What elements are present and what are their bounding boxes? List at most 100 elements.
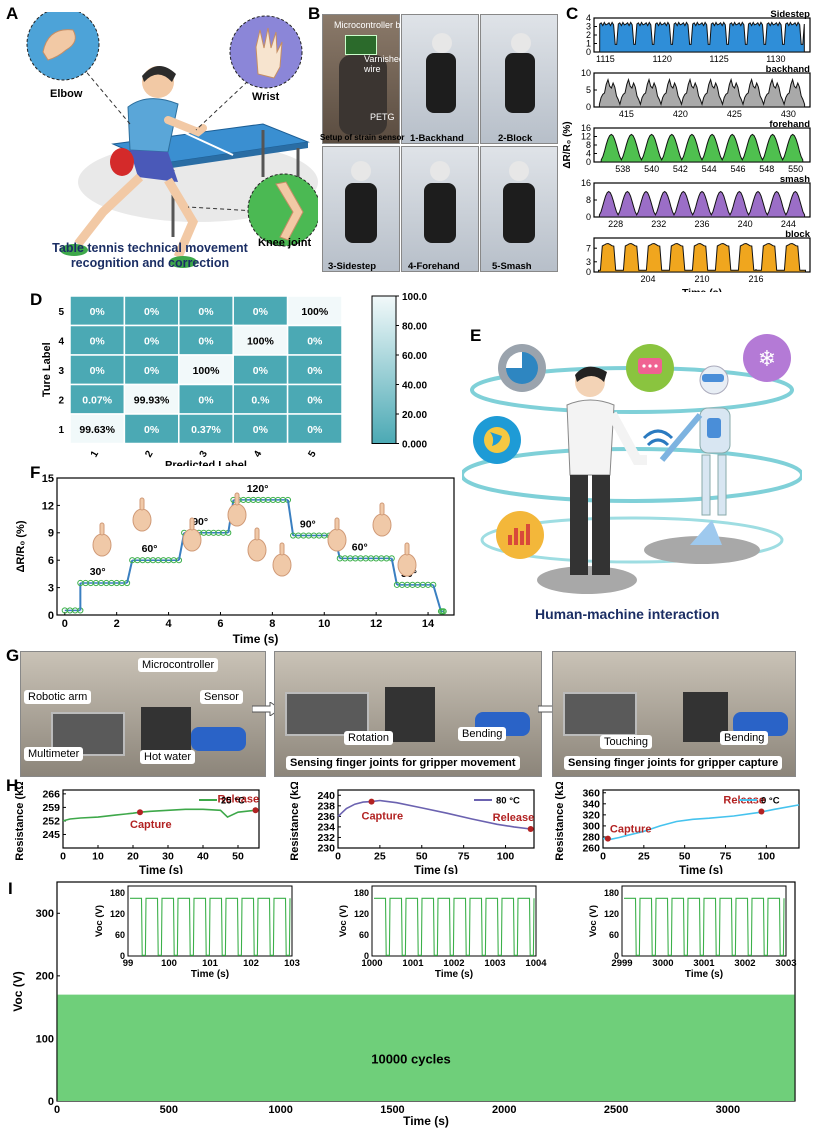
x-tick-label: 10 xyxy=(318,618,330,630)
transition-line xyxy=(126,559,134,584)
x-axis-label: Predicted Label xyxy=(165,460,247,467)
hand-gesture-icon xyxy=(397,542,417,577)
hand-palm xyxy=(247,538,267,562)
release-label: Release xyxy=(493,812,535,824)
inset-x-label: Time (s) xyxy=(435,969,473,980)
y-tick-label: 232 xyxy=(317,832,335,844)
panel-label-e: E xyxy=(470,326,482,345)
release-point xyxy=(252,807,259,814)
y-axis-label: ΔR/R₀ (%) xyxy=(15,520,27,572)
inset-y-label: Voc (V) xyxy=(338,905,349,937)
label-petg: PETG xyxy=(370,112,395,122)
cell-value: 0% xyxy=(144,335,160,347)
y-tick-label: 4 xyxy=(586,149,591,159)
x-tick-label: 50 xyxy=(232,851,244,863)
caption-smash: 5-Smash xyxy=(492,261,532,272)
hand-finger xyxy=(99,522,105,536)
y-tick-label: 6 xyxy=(48,555,54,567)
inset-x-tick-label: 1002 xyxy=(443,958,464,969)
x-tick-label: 100 xyxy=(758,851,776,863)
cell-value: 0% xyxy=(198,306,214,318)
hand-gesture-icon xyxy=(247,527,267,562)
caption-block: 2-Block xyxy=(498,133,533,144)
chat-bubble-icon xyxy=(626,344,674,392)
inset-waveform xyxy=(130,897,291,956)
x-tick-label: 236 xyxy=(694,219,709,229)
x-tick-label: 538 xyxy=(615,164,630,174)
heatmap-cell xyxy=(232,413,289,445)
panel-label-b: B xyxy=(308,4,321,23)
cell-value: 0% xyxy=(90,365,106,377)
x-tick-label: 2500 xyxy=(604,1104,628,1116)
angle-label: 60° xyxy=(352,541,368,553)
colorbar-tick-label: 80.00 xyxy=(402,322,427,333)
col-label: 4 xyxy=(252,449,265,460)
y-tick-label: 340 xyxy=(582,798,600,810)
inset-y-tick-label: 60 xyxy=(609,930,619,940)
hand-gesture-icon xyxy=(132,497,152,532)
chart-title: forehand xyxy=(769,119,810,130)
heatmap-cell xyxy=(286,295,343,327)
cell-value: 100% xyxy=(247,335,275,347)
hand-finger xyxy=(379,502,385,516)
y-tick-label: 0 xyxy=(586,47,591,57)
y-tick-label: 2 xyxy=(586,30,591,40)
y-tick-label: 0 xyxy=(586,157,591,167)
y-tick-label: 3 xyxy=(586,257,591,267)
y-tick-label: 0 xyxy=(48,1096,54,1108)
release-point xyxy=(527,826,534,833)
x-tick-label: 232 xyxy=(651,219,666,229)
hand-palm xyxy=(397,553,417,577)
cell-value: 0% xyxy=(307,394,323,406)
legend-label: 80 °C xyxy=(496,796,520,807)
heatmap-cell xyxy=(123,295,180,327)
x-axis-label: Time (s) xyxy=(682,287,722,292)
inset-y-tick-label: 0 xyxy=(614,951,619,961)
voc-area xyxy=(57,994,795,1101)
y-tick-label: 16 xyxy=(581,178,591,188)
smash-photo xyxy=(480,146,558,272)
hand-gesture-icon xyxy=(182,517,202,552)
inset-y-tick-label: 120 xyxy=(354,909,369,919)
colorbar-tick-label: 20.00 xyxy=(402,410,427,421)
elbow-label: Elbow xyxy=(50,88,83,100)
x-tick-label: 8 xyxy=(269,618,275,630)
angle-label: 120° xyxy=(247,483,269,495)
inset-y-tick-label: 0 xyxy=(364,951,369,961)
tag-multimeter: Multimeter xyxy=(24,747,84,761)
inset-x-tick-label: 1004 xyxy=(525,958,547,969)
x-tick-label: 2000 xyxy=(492,1104,516,1116)
block-photo xyxy=(480,14,558,144)
inset-x-tick-label: 1001 xyxy=(402,958,424,969)
bar-chart-icon xyxy=(496,511,544,559)
y-tick-label: 320 xyxy=(582,810,600,822)
y-tick-label: 3 xyxy=(48,582,54,594)
x-tick-label: 100 xyxy=(497,851,515,863)
sidestep-photo xyxy=(322,146,400,272)
forehand-photo xyxy=(401,146,479,272)
human-machine-illustration: ❄ xyxy=(462,334,802,594)
capture-label: Capture xyxy=(362,811,404,823)
series-area xyxy=(598,77,806,108)
series-area xyxy=(599,21,805,53)
y-axis-label: Voc (V) xyxy=(11,971,25,1011)
inset-y-tick-label: 180 xyxy=(354,888,369,898)
colorbar-tick-label: 0.000 xyxy=(402,440,427,451)
y-tick-label: 0 xyxy=(586,267,591,277)
x-tick-label: 50 xyxy=(416,851,428,863)
tag-bending-middle: Bending xyxy=(458,727,507,741)
x-tick-label: 2 xyxy=(114,618,120,630)
panel-label-c: C xyxy=(566,4,579,23)
tag-hot-water: Hot water xyxy=(140,750,196,764)
cell-value: 0% xyxy=(307,335,323,347)
x-axis-label: Time (s) xyxy=(414,865,458,874)
cell-value: 0.% xyxy=(251,394,270,406)
setup-photo xyxy=(322,14,400,144)
chart-title: backhand xyxy=(766,64,811,75)
y-tick-label: 266 xyxy=(42,789,60,801)
x-tick-label: 0 xyxy=(54,1104,60,1116)
x-tick-label: 228 xyxy=(608,219,623,229)
inset-y-tick-label: 120 xyxy=(604,909,619,919)
resistance-line xyxy=(337,799,531,830)
